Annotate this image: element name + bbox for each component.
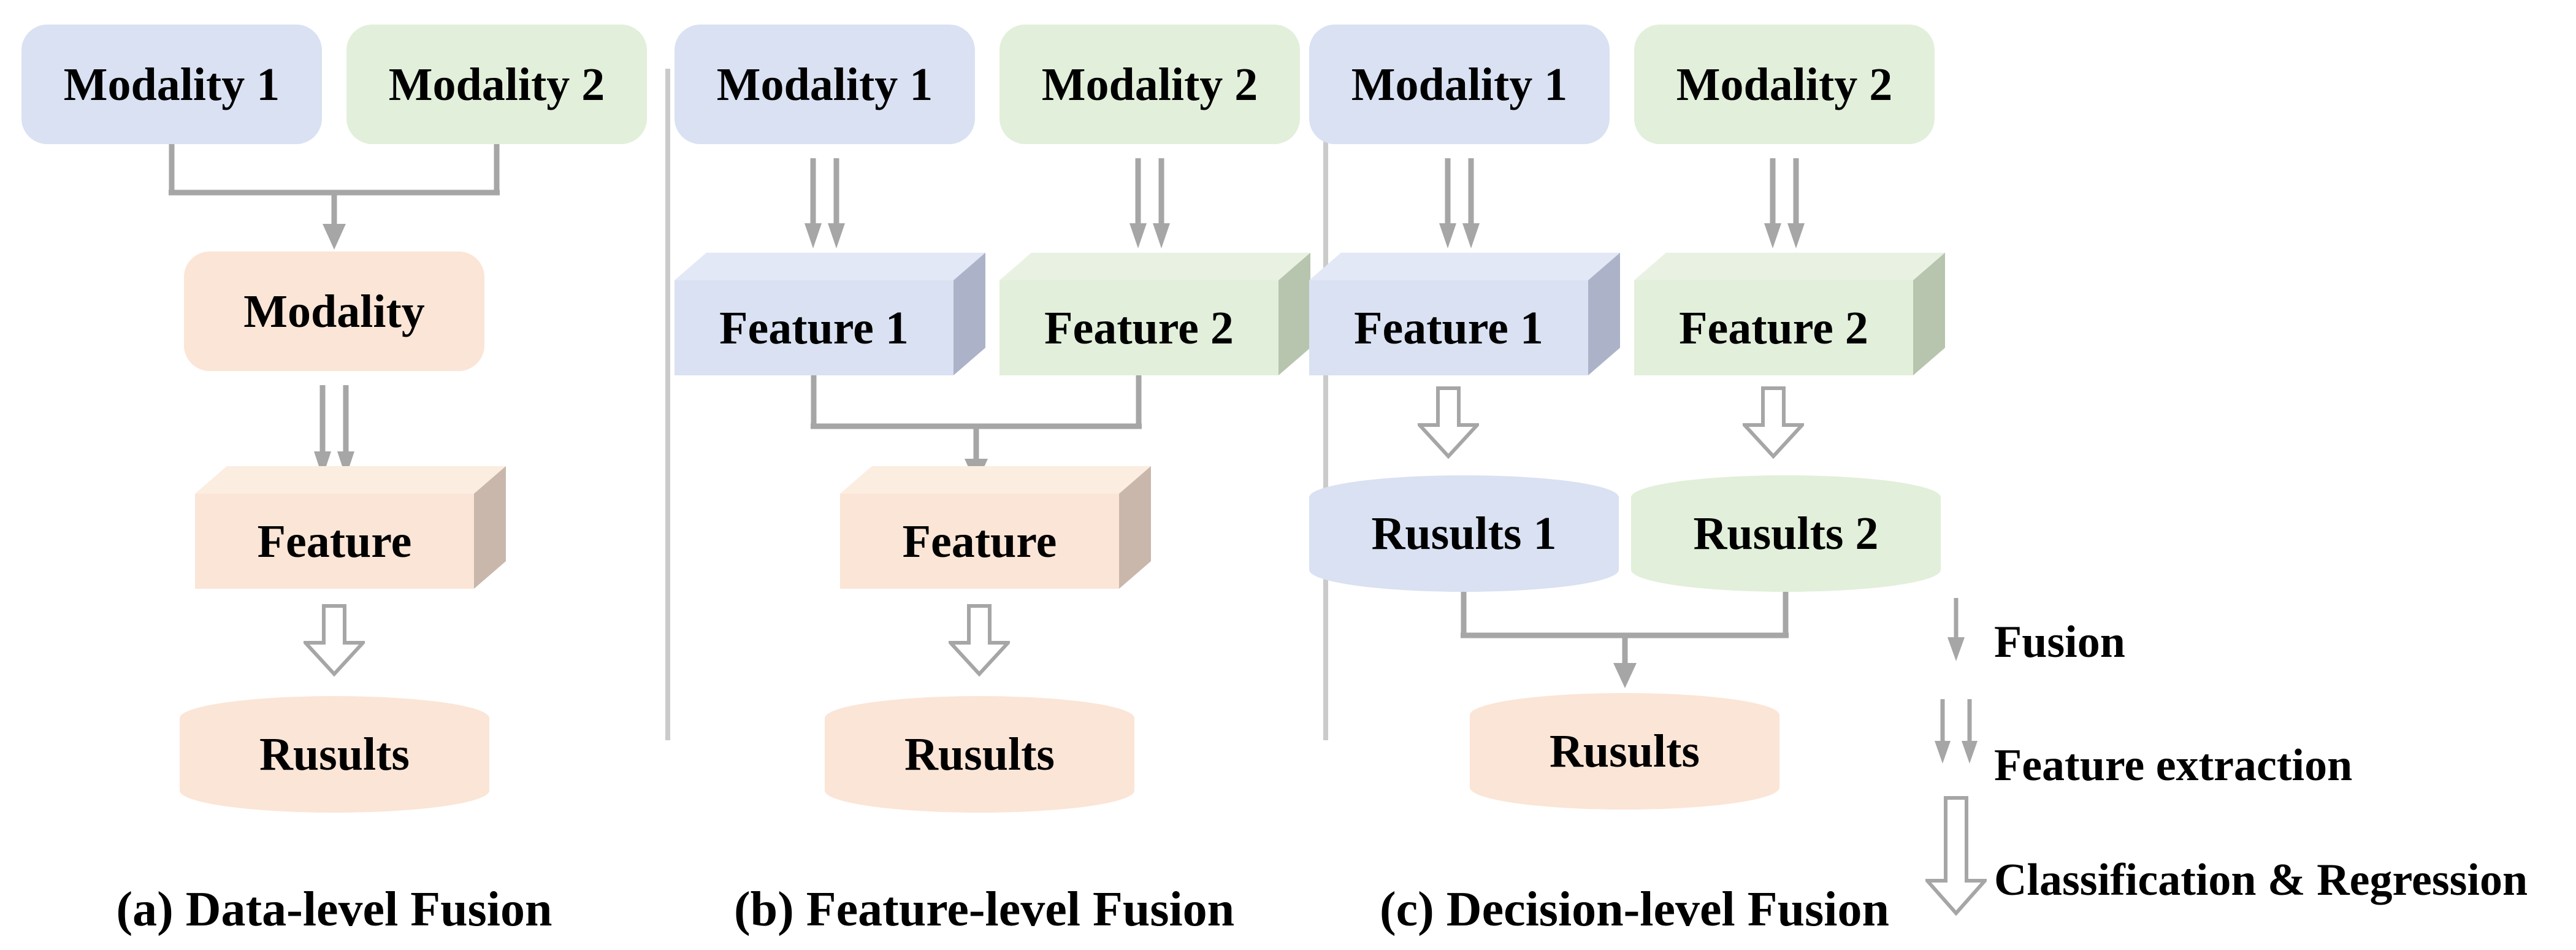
fused-feature-box-3d-shape [840,466,1151,589]
classification-regression-arrow-icon [949,604,1010,676]
fusion-arrow-icon [1947,598,1965,661]
results-cylinder-shape [825,696,1134,813]
feature-1-label: Feature 1 [1354,302,1543,354]
classification-regression-arrow-icon [304,604,365,676]
feature-2-box-3d-shape [1634,253,1945,375]
feature-extraction-arrow-icon [805,158,845,248]
modality-2-label: Modality 2 [1041,58,1258,110]
panel-divider-1 [665,69,670,740]
feature-extraction-arrow-icon [1764,158,1805,248]
feature-box-3d-shape [195,466,506,589]
feature-1-box: Feature 1 [1309,253,1620,375]
feature-1-label: Feature 1 [719,302,909,354]
panel-divider-2 [1323,69,1328,740]
results-label: Rusults [259,729,410,780]
fused-modality-label: Modality [243,285,425,337]
merge-connector-fusion-arrow [1461,592,1789,688]
results-label: Rusults [904,729,1055,780]
fused-modality-box: Modality [184,251,484,371]
panel-c-caption: (c) Decision-level Fusion [1380,883,1889,937]
legend-label-feature-extraction: Feature extraction [1994,740,2353,791]
panel-b-caption: (b) Feature-level Fusion [734,883,1235,937]
feature-1-box-3d-shape [1309,253,1620,375]
feature-extraction-arrow-icon [314,385,354,477]
fused-results-cylinder: Rusults [1470,693,1779,810]
results-2-label: Rusults 2 [1693,508,1879,559]
feature-2-box: Feature 2 [1634,253,1945,375]
feature-extraction-arrow-icon [1129,158,1170,248]
modality-1-box: Modality 1 [675,25,975,144]
modality-1-label: Modality 1 [716,58,933,110]
modality-2-box: Modality 2 [1634,25,1935,144]
feature-1-box: Feature 1 [675,253,985,375]
feature-1-box-3d-shape [675,253,985,375]
fused-feature-box: Feature [840,466,1151,589]
results-2-cylinder: Rusults 2 [1631,475,1941,592]
modality-1-box: Modality 1 [21,25,322,144]
modality-2-label: Modality 2 [1676,58,1893,110]
modality-1-box: Modality 1 [1309,25,1610,144]
legend-label-fusion: Fusion [1994,617,2125,667]
modality-2-label: Modality 2 [388,58,605,110]
feature-label: Feature [257,515,412,567]
fused-feature-label: Feature [902,515,1057,567]
results-cylinder: Rusults [825,696,1134,813]
feature-2-label: Feature 2 [1679,302,1868,354]
panel-a-caption: (a) Data-level Fusion [116,883,552,937]
results-1-cylinder: Rusults 1 [1309,475,1619,592]
modality-1-label: Modality 1 [63,58,280,110]
modality-1-label: Modality 1 [1351,58,1568,110]
results-1-label: Rusults 1 [1371,508,1557,559]
modality-2-box: Modality 2 [346,25,647,144]
results-cylinder-shape [180,696,489,813]
results-2-cylinder-shape [1631,475,1941,592]
feature-2-box: Feature 2 [999,253,1310,375]
legend-label-classification-regression: Classification & Regression [1994,855,2528,905]
feature-extraction-arrow-icon [1439,158,1480,248]
classification-regression-arrow-icon [1418,386,1479,459]
fused-results-cylinder-shape [1470,693,1779,810]
results-cylinder: Rusults [180,696,489,813]
feature-extraction-arrow-icon [1935,699,1978,764]
feature-box: Feature [195,466,506,589]
results-1-cylinder-shape [1309,475,1619,592]
classification-regression-arrow-icon [1925,796,1987,916]
fused-results-label: Rusults [1550,726,1700,777]
modality-2-box: Modality 2 [999,25,1300,144]
feature-2-box-3d-shape [999,253,1310,375]
feature-2-label: Feature 2 [1044,302,1234,354]
merge-connector-fusion-arrow [169,144,500,250]
classification-regression-arrow-icon [1743,386,1804,459]
